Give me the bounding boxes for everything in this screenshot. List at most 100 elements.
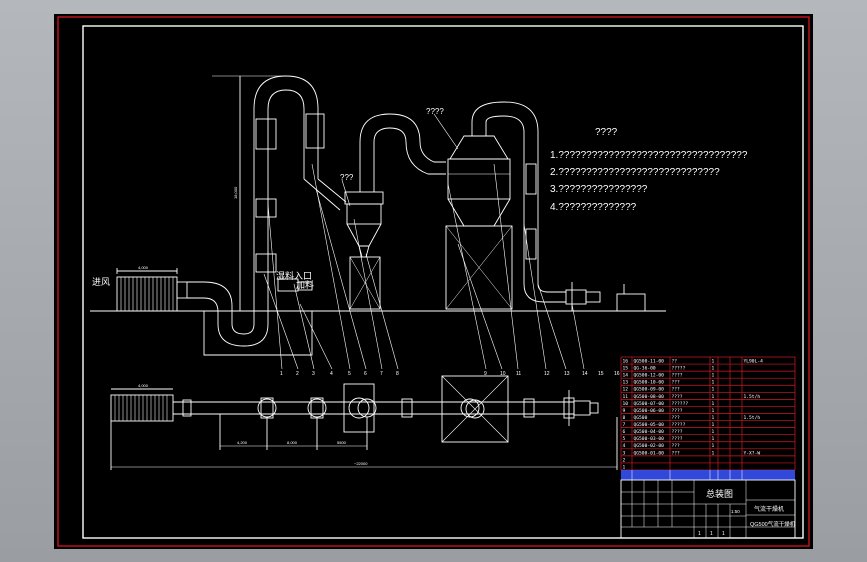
parts-cell-note: 1.5t/h: [744, 394, 761, 400]
parts-cell-name: ????: [672, 436, 683, 442]
notes-title: ????: [595, 127, 618, 138]
callout-cyclone-right: ????: [426, 107, 444, 116]
elevation-callouts: ??? ???? 进风 湿料入口 加料 4,000 18,000: [92, 107, 444, 290]
balloon-13: 13: [564, 371, 570, 377]
plan-dim-1: 4,200: [237, 440, 248, 445]
scale-value: 1:50: [731, 509, 740, 514]
sheet-mark-2: 1: [710, 531, 713, 537]
title-block: 总装图 气流干燥机 QG500气流干燥机 1:50 1 1 1: [620, 479, 796, 539]
parts-cell-qty: 1: [712, 366, 715, 372]
parts-cell-code: QG500-04-00: [634, 429, 665, 435]
parts-cell-note: 1.5t/h: [744, 415, 761, 421]
parts-cell-no: 2: [623, 457, 626, 463]
parts-cell-no: 1: [623, 464, 626, 470]
parts-cell-note: YL90L-4: [744, 358, 764, 364]
parts-cell-qty: 1: [712, 373, 715, 379]
parts-cell-qty: 1: [712, 422, 715, 428]
drawing-canvas: 1 2 3 4 5 6 7 8 9 10 11 12 13 14 15 16 ?…: [57, 16, 810, 547]
balloon-9: 9: [484, 371, 487, 377]
parts-cell-no: 15: [623, 366, 629, 372]
parts-cell-code: QG500-05-00: [634, 422, 665, 428]
plan-dim-3: 5500: [337, 440, 347, 445]
inner-frame: [82, 25, 804, 539]
parts-cell-qty: 1: [712, 394, 715, 400]
parts-cell-name: ???: [672, 443, 681, 449]
drawing-sheet[interactable]: 1 2 3 4 5 6 7 8 9 10 11 12 13 14 15 16 ?…: [54, 14, 813, 549]
parts-cell-no: 6: [623, 429, 626, 435]
parts-cell-code: QG500-08-00: [634, 394, 665, 400]
parts-cell-name: ?????: [672, 366, 686, 372]
plan-dim-top: 4,000: [138, 383, 149, 388]
parts-cell-qty: 1: [712, 358, 715, 364]
parts-cell-code: QG500-09-00: [634, 387, 665, 393]
parts-cell-no: 14: [623, 373, 629, 379]
parts-cell-code: QG500-12-00: [634, 373, 665, 379]
balloon-4: 4: [330, 371, 333, 377]
parts-cell-qty: 1: [712, 436, 715, 442]
note-1: 1.??????????????????????????????????: [550, 150, 748, 161]
parts-cell-note: Y-X?-W: [744, 450, 761, 456]
balloon-1: 1: [280, 371, 283, 377]
balloon-3: 3: [312, 371, 315, 377]
parts-cell-name: ???: [672, 380, 681, 386]
parts-cell-code: QG500-06-00: [634, 408, 665, 414]
parts-cell-name: ?????: [672, 422, 686, 428]
parts-cell-name: ???: [672, 415, 681, 421]
balloon-6: 6: [364, 371, 367, 377]
parts-cell-qty: 1: [712, 401, 715, 407]
parts-cell-code: QG500: [634, 415, 648, 421]
drawing-category: 气流干燥机: [754, 505, 784, 513]
callout-feed: 加料: [296, 279, 314, 290]
plan-dim-2: 8,000: [287, 440, 298, 445]
parts-cell-name: ????: [672, 394, 683, 400]
parts-cell-name: ??????: [672, 401, 689, 407]
parts-cell-no: 8: [623, 415, 626, 421]
parts-cell-name: ????: [672, 373, 683, 379]
note-2: 2.?????????????????????????????: [550, 167, 720, 178]
sheet-mark-1: 1: [698, 531, 701, 537]
parts-cell-code: QG500-03-00: [634, 436, 665, 442]
dim-top: 4,000: [138, 265, 149, 270]
dim-vertical: 18,000: [233, 186, 238, 199]
parts-cell-no: 16: [623, 358, 629, 364]
note-3: 3.????????????????: [550, 184, 648, 195]
parts-cell-code: QG500-10-00: [634, 380, 665, 386]
balloon-16: 16: [614, 371, 620, 377]
balloon-11: 11: [516, 371, 521, 377]
plan-dimensions: 4,000 4,200 8,000 5500 ~22000: [138, 383, 368, 466]
elevation-view: [90, 75, 666, 356]
parts-cell-no: 5: [623, 436, 626, 442]
parts-cell-qty: 1: [712, 450, 715, 456]
parts-cell-no: 7: [623, 422, 626, 428]
balloon-7: 7: [380, 371, 383, 377]
plan-view: [110, 375, 618, 470]
sheet-mark-3: 1: [722, 531, 725, 537]
parts-cell-no: 10: [623, 401, 629, 407]
parts-cell-qty: 1: [712, 380, 715, 386]
parts-cell-name: ????: [672, 429, 683, 435]
parts-cell-name: ???: [672, 387, 681, 393]
parts-cell-qty: 1: [712, 415, 715, 421]
parts-cell-code: QG500-02-00: [634, 443, 665, 449]
balloon-15: 15: [598, 371, 604, 377]
plan-dim-total: ~22000: [354, 461, 368, 466]
balloon-10: 10: [500, 371, 506, 377]
technical-notes: ???? 1.?????????????????????????????????…: [550, 127, 748, 213]
parts-cell-code: QG500-07-00: [634, 401, 665, 407]
balloon-8: 8: [396, 371, 399, 377]
parts-cell-qty: 1: [712, 443, 715, 449]
leader-lines-elevation: [263, 113, 585, 370]
product-name: QG500气流干燥机: [750, 520, 796, 528]
parts-cell-code: QG-36-00: [634, 366, 656, 372]
balloon-numbers: 1 2 3 4 5 6 7 8 9 10 11 12 13 14 15 16: [280, 371, 620, 377]
parts-cell-code: QG500-01-00: [634, 450, 665, 456]
parts-cell-name: ???: [672, 450, 681, 456]
balloon-12: 12: [544, 371, 550, 377]
drawing-name: 总装图: [706, 488, 733, 499]
parts-cell-name: ??: [672, 358, 678, 364]
parts-list-header-band: [621, 470, 795, 480]
note-4: 4.??????????????: [550, 202, 637, 213]
